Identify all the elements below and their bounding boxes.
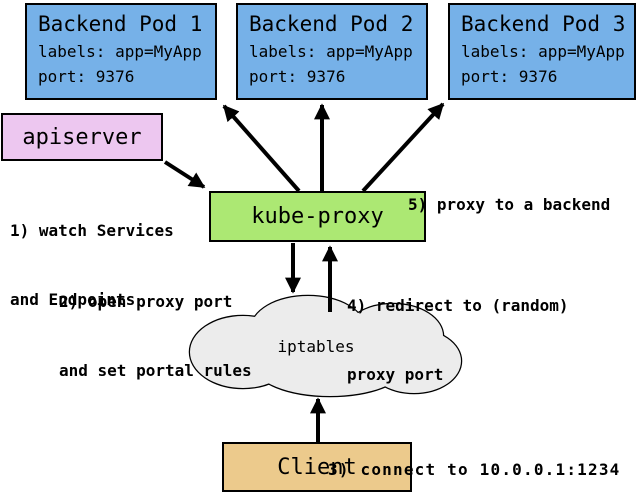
kube-proxy-box: kube-proxy [209, 191, 426, 242]
step-4-line-2: proxy port [347, 365, 444, 384]
arrow-kube-proxy-to-pod1 [222, 104, 301, 193]
step-2-line-2: and set portal rules [59, 361, 252, 380]
apiserver-label: apiserver [22, 124, 142, 150]
step-4-label: 4) redirect to (random) proxy port [347, 248, 569, 432]
step-1-line-2: and Endpoints [10, 290, 136, 309]
step-4-line-1: 4) redirect to (random) [347, 296, 569, 315]
step-2-label: 2) open proxy port and set portal rules [59, 244, 252, 428]
backend-pod-1-box: Backend Pod 1 labels: app=MyApp port: 93… [25, 3, 217, 100]
step-1-label: 1) watch Services and Endpoints [10, 173, 174, 357]
backend-pod-1-port: port: 9376 [38, 67, 135, 86]
step-2-line-1: 2) open proxy port [59, 292, 233, 311]
backend-pod-3-port: port: 9376 [461, 67, 558, 86]
backend-pod-2-title: Backend Pod 2 [249, 12, 414, 36]
backend-pod-1-title: Backend Pod 1 [38, 12, 203, 36]
step-5-line-1: 5) proxy to a backend [408, 195, 611, 214]
step-5-label: 5) proxy to a backend [408, 147, 610, 262]
step-3-line-1: 3) connect to 10.0.0.1:1234 [328, 460, 621, 479]
apiserver-box: apiserver [1, 113, 163, 161]
backend-pod-2-port: port: 9376 [249, 67, 346, 86]
iptables-cloud [188, 294, 463, 398]
arrow-apiserver-to-kube-proxy [163, 160, 206, 189]
step-1-line-1: 1) watch Services [10, 221, 174, 240]
step-3-label: 3) connect to 10.0.0.1:1234 [328, 412, 621, 494]
backend-pod-3-box: Backend Pod 3 labels: app=MyApp port: 93… [448, 3, 636, 100]
backend-pod-2-box: Backend Pod 2 labels: app=MyApp port: 93… [236, 3, 428, 100]
arrow-kube-proxy-to-pod3 [361, 102, 445, 193]
client-box: Client [222, 442, 412, 492]
iptables-label: iptables [277, 337, 355, 356]
backend-pod-1-labels: labels: app=MyApp [38, 42, 202, 61]
backend-pod-3-title: Backend Pod 3 [461, 12, 626, 36]
backend-pod-3-labels: labels: app=MyApp [461, 42, 625, 61]
kube-proxy-label: kube-proxy [251, 204, 384, 229]
backend-pod-2-labels: labels: app=MyApp [249, 42, 413, 61]
client-label: Client [277, 454, 357, 480]
